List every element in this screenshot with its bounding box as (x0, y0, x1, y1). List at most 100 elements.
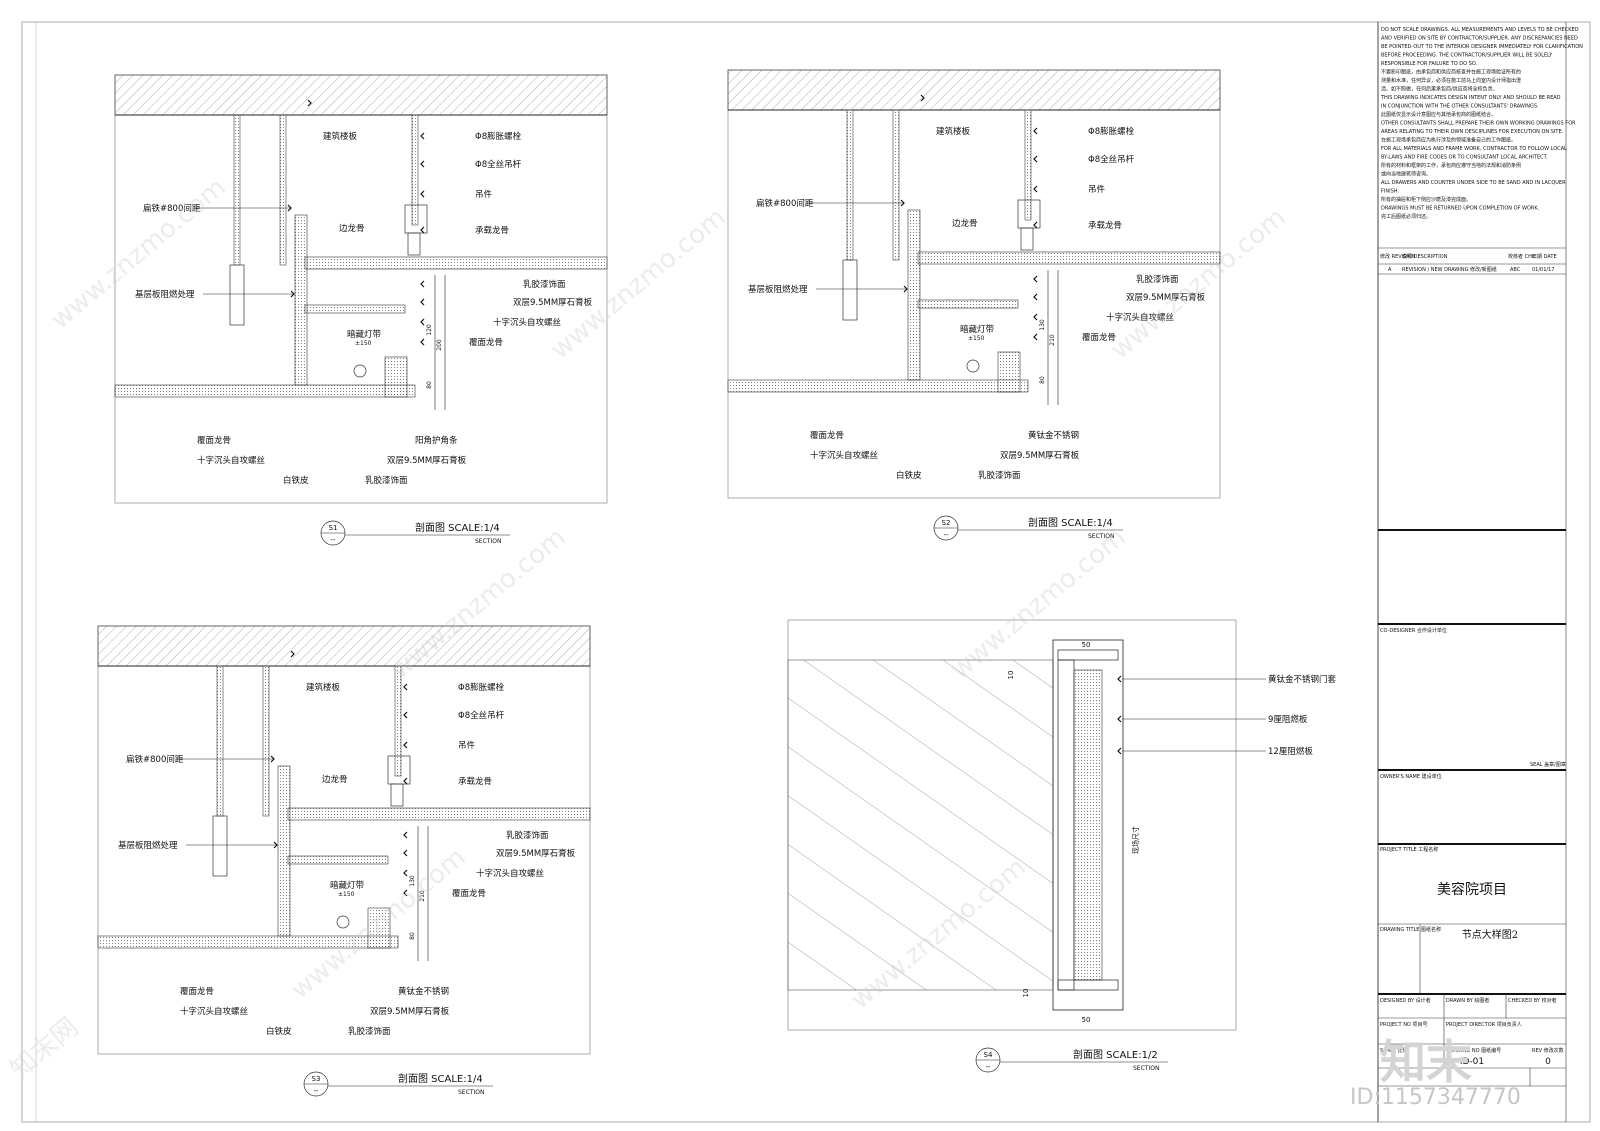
section-sub: -- (313, 1087, 319, 1095)
callout-label: 覆面龙骨 (810, 430, 844, 441)
callout-arrow-icon (420, 226, 425, 234)
checked-by-label: CHECKED BY 校对者 (1508, 997, 1557, 1004)
rod-left (279, 114, 287, 266)
callout-arrow-icon (420, 338, 425, 346)
rev-number: 0 (1545, 1057, 1551, 1067)
callout-label: 扁铁#800间距 (126, 754, 184, 765)
callout-label: 建筑楼板 (936, 126, 971, 137)
callout-label: 乳胶漆饰面 (1136, 274, 1179, 285)
project-director-label: PROJECT DIRECTOR 项目负责人 (1446, 1021, 1522, 1028)
note-line: 不要影印图纸，由承包商和供应商核查并在施工现场验证所有的 (1381, 69, 1521, 76)
edge-keel (907, 209, 921, 381)
callout-label: 基层板阻燃处理 (748, 284, 808, 295)
drawing-no: ID-01 (1460, 1057, 1484, 1067)
callout-arrow-icon (420, 280, 425, 288)
callout-label: 阳角护角条 (415, 435, 458, 446)
callout-label: 十字沉头自攻螺丝 (476, 868, 545, 879)
rev-header-3: 校核者 CHK (1508, 253, 1536, 260)
co-designer-label: CO-DESIGNER 合作设计单位 (1380, 627, 1447, 634)
callout-label: 承载龙骨 (475, 225, 509, 236)
bottom-trim (1057, 979, 1119, 991)
note-line: IN CONJUNCTION WITH THE OTHER CONSULTANT… (1381, 104, 1539, 110)
dimension-label: 10 (1007, 671, 1015, 680)
callout-arrow-icon (403, 849, 408, 857)
led-strip-icon (336, 915, 350, 929)
project-no-label: PROJECT NO 项目号 (1380, 1022, 1427, 1028)
owner-label: OWNER'S NAME 建设单位 (1380, 773, 1442, 780)
corner-guard (367, 907, 391, 949)
main-runner (1020, 227, 1034, 251)
threaded-rod (394, 665, 402, 777)
led-strip-icon (353, 364, 367, 378)
callout-label: 覆面龙骨 (180, 986, 214, 997)
light-trough-base (287, 855, 389, 865)
general-notes: DO NOT SCALE DRAWINGS. ALL MEASUREMENTS … (1380, 27, 1583, 220)
edge-keel (294, 214, 308, 386)
callout-arrow-icon (1033, 221, 1038, 229)
callout-label: 边龙骨 (339, 223, 365, 234)
section-title: 剖面图 SCALE:1/4 (415, 521, 500, 534)
section-id: S2 (942, 519, 951, 527)
callout-label: 边龙骨 (952, 218, 978, 229)
callout-label: 乳胶漆饰面 (978, 470, 1021, 481)
note-line: FINISH. (1381, 189, 1399, 195)
callout-arrow-icon (420, 318, 425, 326)
callout-label: 建筑楼板 (306, 682, 341, 693)
callout-label: 暗藏灯带 (330, 880, 365, 891)
scale-label: SCALE 比例 (1380, 1047, 1408, 1054)
watermark-text: www.znzmo.com (285, 842, 471, 1005)
dimension-label: ±150 (355, 340, 372, 347)
note-line: 测量和水准，任何异议，必须在施工前马上向室内设计师指出澄 (1381, 77, 1521, 84)
designed-by-label: DESIGNED BY 设计者 (1380, 997, 1431, 1004)
callout-arrow-icon (273, 841, 278, 849)
note-line: RESPONSIBLE FOR FAILURE TO DO SO. (1381, 61, 1478, 67)
note-line: 在施工现场承包商应为执行涉及的领域准备自己的工作图纸。 (1381, 137, 1516, 144)
callout-arrow-icon (270, 755, 275, 763)
dimension-label: 130 (409, 875, 416, 887)
note-line: AREAS RELATING TO THEIR OWN DESCIPLINES … (1381, 129, 1564, 135)
callout-label: 覆面龙骨 (452, 888, 486, 899)
note-line: OTHER CONSULTANTS SHALL PREPARE THEIR OW… (1381, 121, 1576, 127)
callout-arrow-icon (403, 831, 408, 839)
note-line: 或向当地建筑师咨询。 (1381, 171, 1431, 178)
dimension-label: 210 (419, 890, 426, 902)
rod-left (262, 665, 270, 817)
dimension-label: 130 (1039, 319, 1046, 331)
rev-row-id: A (1388, 267, 1392, 273)
threaded-rod (1024, 109, 1032, 221)
watermark-text: 知末网 (5, 1012, 84, 1085)
callout-label: 十字沉头自攻螺丝 (493, 317, 562, 328)
note-line: THIS DRAWING INDICATES DESIGN INTENT ONL… (1380, 95, 1561, 101)
dimension-label: 10 (1022, 989, 1030, 998)
callout-arrow-icon (1033, 333, 1038, 341)
callout-label: 乳胶漆饰面 (365, 475, 408, 486)
note-line: BE POINTED-OUT TO THE INTERIOR DESIGNER … (1381, 44, 1583, 50)
callout-label: 黄钛金不锈钢 (398, 986, 449, 997)
callout-label: 基层板阻燃处理 (135, 289, 195, 300)
callout-arrow-icon (1033, 293, 1038, 301)
callout-arrow-icon (403, 741, 408, 749)
callout-arrow-icon (420, 160, 425, 168)
callout-label: 双层9.5MM厚石膏板 (513, 297, 593, 308)
section-id: S4 (984, 1051, 993, 1059)
callout-arrow-icon (1033, 313, 1038, 321)
callout-arrow-icon (403, 777, 408, 785)
callout-arrow-icon (1033, 185, 1038, 193)
callout-label: 扁铁#800间距 (756, 198, 814, 209)
seal-label: SEAL 盖章/图章 (1530, 761, 1566, 768)
section-subtitle: SECTION (458, 1089, 484, 1096)
section-subtitle: SECTION (475, 538, 501, 545)
note-line: 所有的抽屉和柜下侧应沙磨及漆完成面。 (1381, 196, 1471, 203)
note-line: 清。如不照做，任何后果承包商/供应商将全权负责。 (1381, 86, 1498, 93)
lower-gypsum-board (114, 384, 416, 398)
section-sub: -- (943, 531, 949, 539)
callout-label: 覆面龙骨 (469, 337, 503, 348)
light-trough-base (304, 304, 406, 314)
callout-label: 吊件 (475, 189, 493, 200)
section-title: 剖面图 SCALE:1/2 (1073, 1048, 1158, 1061)
callout-label: 双层9.5MM厚石膏板 (387, 455, 467, 466)
callout-label: 基层板阻燃处理 (118, 840, 178, 851)
note-line: 完工后图纸必须归还。 (1381, 213, 1431, 220)
callout-label: 吊件 (458, 740, 476, 751)
callout-arrow-icon (290, 290, 295, 298)
